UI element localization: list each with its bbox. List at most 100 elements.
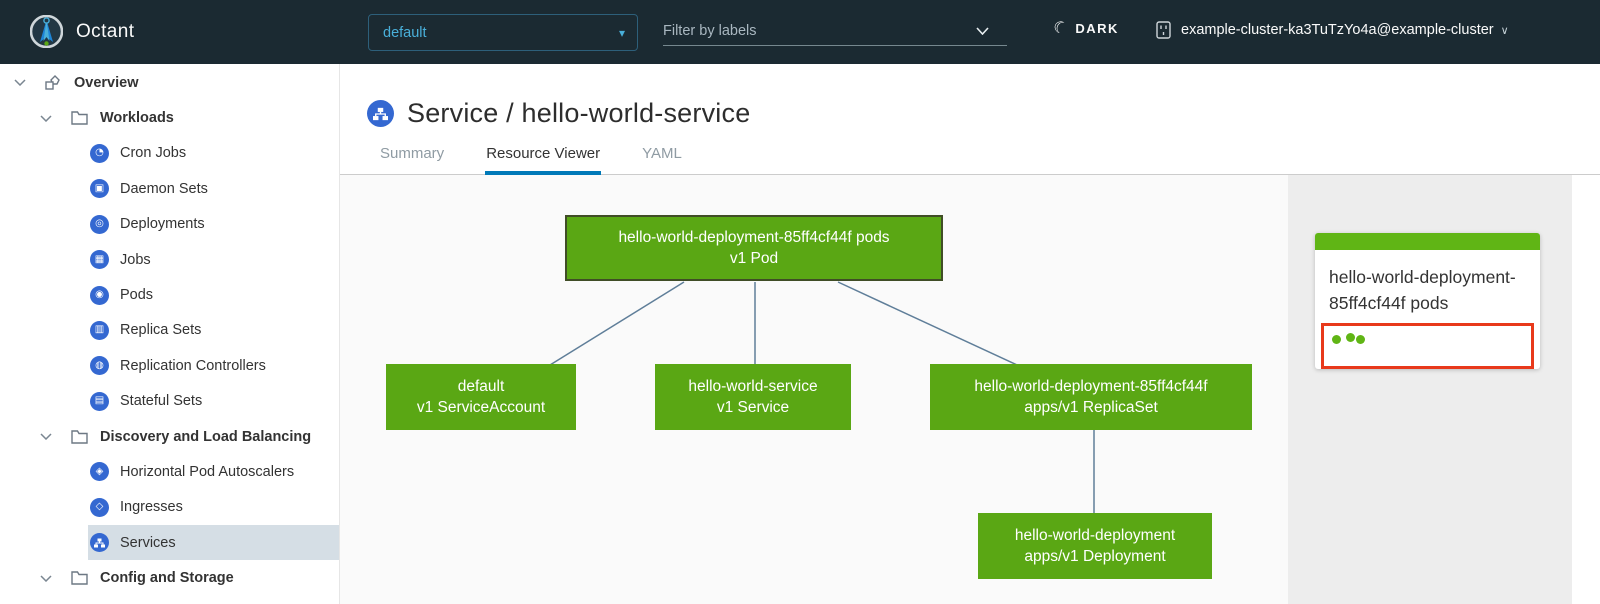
- cronjob-icon: ◔: [90, 143, 109, 163]
- octant-logo: Octant: [30, 15, 134, 48]
- sidebar-item-label: Cron Jobs: [120, 145, 187, 162]
- sidebar-item-discovery-and-load-balancing[interactable]: Discovery and Load Balancing: [0, 419, 339, 454]
- dark-theme-label: DARK: [1075, 20, 1119, 36]
- namespace-dropdown[interactable]: default ▾: [368, 14, 638, 51]
- sidebar-item-stateful-sets[interactable]: ▤ Stateful Sets: [0, 384, 339, 419]
- sidebar-item-workloads[interactable]: Workloads: [0, 100, 339, 135]
- sidebar-item-label: Workloads: [100, 110, 174, 127]
- replicationcontroller-icon: ◍: [90, 356, 109, 376]
- sidebar-item-label: Pods: [120, 287, 154, 304]
- sidebar-item-jobs[interactable]: ▦ Jobs: [0, 242, 339, 277]
- job-icon: ▦: [90, 250, 109, 270]
- node-title: hello-world-service: [688, 377, 818, 395]
- card-status-strip: [1315, 233, 1540, 250]
- sidebar-nav: Overview Workloads ◔ Cron Jobs ▣ Daemon …: [0, 64, 340, 604]
- cluster-name: example-cluster-ka3TuTzYo4a@example-clus…: [1181, 22, 1494, 38]
- page-title-row: Service / hello-world-service: [367, 98, 1600, 129]
- tab-yaml[interactable]: YAML: [642, 145, 682, 162]
- daemonset-icon: ▣: [90, 179, 109, 199]
- sidebar-item-cron-jobs[interactable]: ◔ Cron Jobs: [0, 136, 339, 171]
- chevron-down-icon[interactable]: [36, 575, 55, 582]
- app-name: Octant: [76, 20, 135, 42]
- sidebar-item-label: Config and Storage: [100, 570, 234, 587]
- sidebar-item-label: Jobs: [120, 251, 151, 268]
- cluster-icon: [1156, 21, 1171, 39]
- sidebar-item-label: Replication Controllers: [120, 357, 266, 374]
- cluster-selector[interactable]: example-cluster-ka3TuTzYo4a@example-clus…: [1155, 21, 1509, 39]
- node-subtitle: apps/v1 Deployment: [1024, 548, 1166, 565]
- node-title: hello-world-deployment-85ff4cf44f: [974, 377, 1208, 395]
- sidebar-item-replica-sets[interactable]: ▥ Replica Sets: [0, 313, 339, 348]
- app-header: Octant default ▾ Filter by labels ☾ DARK…: [0, 0, 1600, 64]
- pod-status-dot: [1346, 333, 1356, 343]
- detail-panel: hello-world-deployment-85ff4cf44f pods: [1288, 175, 1572, 604]
- folder-icon: [69, 571, 89, 585]
- node-title: hello-world-deployment-85ff4cf44f pods: [618, 228, 890, 246]
- chevron-down-icon[interactable]: [36, 115, 55, 122]
- pod-icon: ◉: [90, 285, 109, 305]
- sidebar-item-label: Deployments: [120, 216, 205, 233]
- sidebar-item-label: Services: [120, 534, 176, 551]
- folder-icon: [69, 429, 89, 444]
- card-title: hello-world-deployment-85ff4cf44f pods: [1329, 267, 1516, 313]
- node-subtitle: v1 Service: [716, 399, 790, 416]
- graph-node-pod[interactable]: hello-world-deployment-85ff4cf44f pods v…: [565, 215, 943, 281]
- sidebar-item-label: Replica Sets: [120, 322, 202, 339]
- label-filter-input[interactable]: Filter by labels: [663, 16, 1007, 46]
- label-filter-placeholder: Filter by labels: [663, 22, 757, 39]
- moon-icon: ☾: [1049, 15, 1071, 40]
- resource-graph: hello-world-deployment-85ff4cf44f pods v…: [340, 175, 1288, 604]
- octant-logo-icon: [30, 15, 63, 48]
- sidebar-item-config-and-storage[interactable]: Config and Storage: [0, 560, 339, 595]
- sidebar-item-services[interactable]: Services: [0, 525, 339, 561]
- sidebar-item-label: Overview: [74, 74, 139, 91]
- scroll-gutter: [1572, 175, 1600, 604]
- sidebar-item-pods[interactable]: ◉ Pods: [0, 277, 339, 312]
- graph-node-deployment[interactable]: hello-world-deployment apps/v1 Deploymen…: [978, 513, 1212, 579]
- replicaset-icon: ▥: [90, 320, 109, 340]
- chevron-down-icon[interactable]: [36, 433, 55, 441]
- pod-summary-card[interactable]: hello-world-deployment-85ff4cf44f pods: [1315, 233, 1540, 370]
- deployment-icon: ◎: [90, 214, 109, 234]
- sidebar-item-label: Ingresses: [120, 499, 183, 516]
- statefulset-icon: ▤: [90, 391, 109, 411]
- overview-icon: [43, 74, 63, 91]
- graph-node-service[interactable]: hello-world-service v1 Service: [655, 364, 851, 430]
- sidebar-item-overview[interactable]: Overview: [0, 65, 339, 100]
- node-subtitle: v1 ServiceAccount: [416, 399, 546, 416]
- hpa-icon: ◈: [90, 462, 109, 482]
- sidebar-item-deployments[interactable]: ◎ Deployments: [0, 207, 339, 242]
- sidebar-item-label: Stateful Sets: [120, 393, 203, 410]
- sidebar-item-daemon-sets[interactable]: ▣ Daemon Sets: [0, 171, 339, 206]
- sidebar-item-ingresses[interactable]: ◇ Ingresses: [0, 490, 339, 525]
- node-title: default: [457, 377, 505, 395]
- resource-tabs: Summary Resource Viewer YAML: [340, 145, 1600, 175]
- node-subtitle: v1 Pod: [729, 250, 779, 267]
- dark-theme-toggle[interactable]: ☾ DARK: [1049, 15, 1119, 40]
- tab-resource-viewer[interactable]: Resource Viewer: [485, 145, 602, 175]
- chevron-down-icon[interactable]: [10, 79, 29, 87]
- service-icon: [90, 533, 109, 553]
- graph-node-serviceaccount[interactable]: default v1 ServiceAccount: [386, 364, 576, 430]
- pod-status-dot: [1332, 335, 1341, 345]
- pod-status-box[interactable]: [1321, 323, 1534, 370]
- namespace-value: default: [383, 24, 427, 41]
- sidebar-item-horizontal-pod-autoscalers[interactable]: ◈ Horizontal Pod Autoscalers: [0, 454, 339, 489]
- node-title: hello-world-deployment: [1014, 526, 1176, 544]
- service-icon: [367, 100, 394, 127]
- pod-status-dot: [1356, 335, 1366, 345]
- node-subtitle: apps/v1 ReplicaSet: [1024, 399, 1158, 416]
- chevron-down-icon[interactable]: [976, 26, 989, 35]
- chevron-down-icon: ∨: [1500, 24, 1509, 37]
- chevron-down-icon: ▾: [618, 25, 625, 40]
- ingress-icon: ◇: [90, 497, 109, 517]
- sidebar-item-label: Horizontal Pod Autoscalers: [120, 463, 295, 480]
- tab-summary[interactable]: Summary: [380, 145, 445, 162]
- graph-edges: [549, 281, 1095, 514]
- folder-icon: [69, 111, 89, 125]
- graph-node-replicaset[interactable]: hello-world-deployment-85ff4cf44f apps/v…: [930, 364, 1252, 430]
- sidebar-item-label: Daemon Sets: [120, 180, 208, 197]
- sidebar-item-replication-controllers[interactable]: ◍ Replication Controllers: [0, 348, 339, 383]
- page-title: Service / hello-world-service: [407, 98, 751, 128]
- sidebar-item-label: Discovery and Load Balancing: [100, 428, 312, 445]
